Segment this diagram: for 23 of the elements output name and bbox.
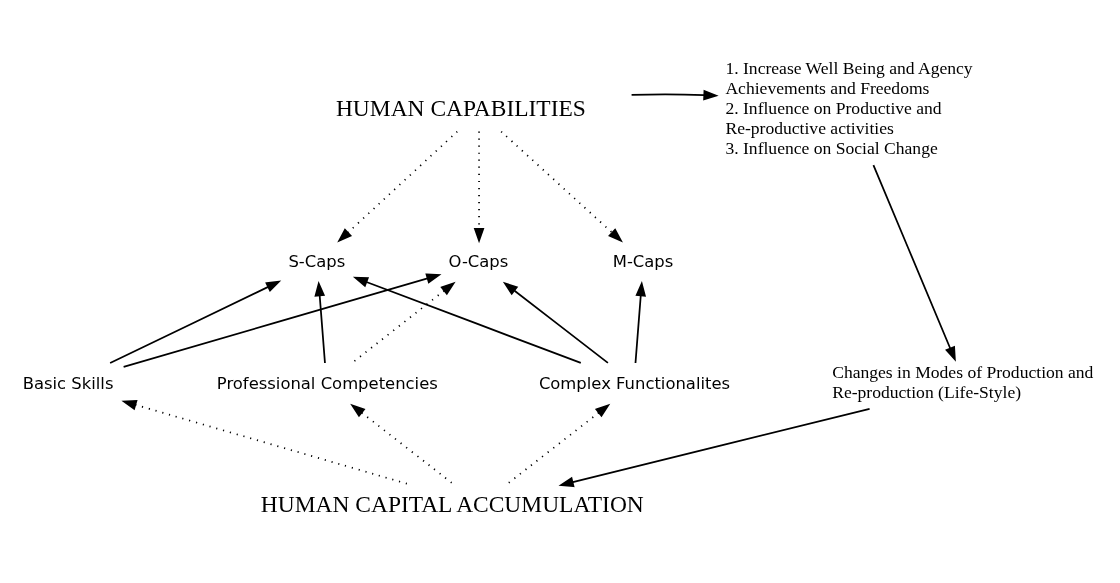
arrow xyxy=(634,281,647,364)
node-text: HUMAN CAPABILITIES xyxy=(335,95,586,122)
node-text: S-Caps xyxy=(288,251,346,271)
arrow xyxy=(630,89,719,101)
arrow xyxy=(109,280,282,364)
arrow xyxy=(314,281,326,364)
node-text: Basic Skills xyxy=(22,373,114,393)
arrow xyxy=(351,281,456,364)
arrow xyxy=(872,164,956,362)
arrow xyxy=(122,273,442,368)
node-text: M-Caps xyxy=(612,251,674,271)
arrow xyxy=(352,276,582,364)
arrow xyxy=(473,130,485,244)
arrow xyxy=(502,281,609,364)
arrow xyxy=(337,130,459,243)
arrow xyxy=(500,130,623,243)
node-text: 1. Increase Well Being and Agency Achievements and Freedoms 2. Influence on Productive and Re-productive activities 3. Influence on Social Change xyxy=(725,58,973,159)
node-text: Changes in Modes of Production and Re-production (Life-Style) xyxy=(832,362,1094,403)
arrow xyxy=(558,407,871,488)
node-text: Professional Competencies xyxy=(216,373,438,393)
node-text: O-Caps xyxy=(448,251,509,271)
node-text: Complex Functionalites xyxy=(538,373,731,393)
node-text: HUMAN CAPITAL ACCUMULATION xyxy=(260,491,644,518)
